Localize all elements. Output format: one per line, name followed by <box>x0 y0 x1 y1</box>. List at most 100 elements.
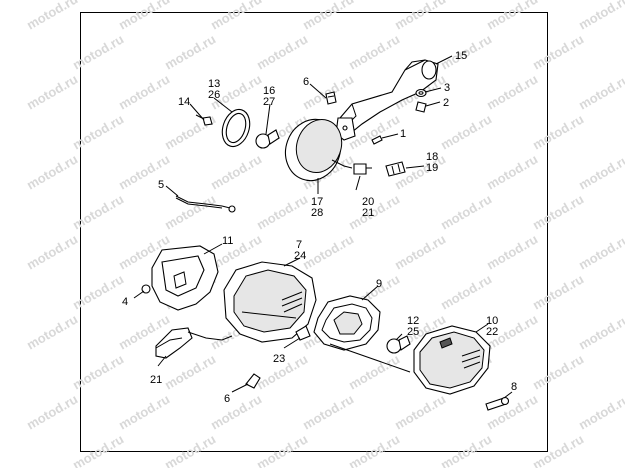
callout-5: 5 <box>158 179 164 191</box>
watermark-text: motod.ru <box>438 271 494 312</box>
leader-lines <box>133 55 513 399</box>
watermark-text: motod.ru <box>208 0 264 33</box>
part-screw-2 <box>415 101 427 113</box>
callout-9: 9 <box>376 278 382 290</box>
watermark-text: motod.ru <box>576 311 625 352</box>
watermark-text: motod.ru <box>24 231 80 272</box>
watermark-text: motod.ru <box>254 431 310 468</box>
part-screw-8 <box>485 396 510 411</box>
watermark-text: motod.ru <box>438 191 494 232</box>
part-clip-upper <box>325 91 337 105</box>
part-harness <box>155 327 233 359</box>
watermark-text: motod.ru <box>162 191 218 232</box>
part-gasket <box>313 295 381 351</box>
part-screw-14 <box>195 114 213 126</box>
watermark-text: motod.ru <box>530 111 586 152</box>
watermark-text: motod.ru <box>162 31 218 72</box>
callout-21-lower: 21 <box>150 374 162 386</box>
watermark-text: motod.ru <box>530 191 586 232</box>
callout-4: 4 <box>122 296 128 308</box>
callout-8: 8 <box>511 381 517 393</box>
watermark-text: motod.ru <box>346 31 402 72</box>
watermark-text: motod.ru <box>300 391 356 432</box>
callout-6-upper: 6 <box>303 76 309 88</box>
watermark-text: motod.ru <box>484 0 540 33</box>
watermark-text: motod.ru <box>70 271 126 312</box>
watermark-text: motod.ru <box>24 0 80 33</box>
part-wire <box>175 195 236 213</box>
watermark-text: motod.ru <box>576 151 625 192</box>
watermark-text: motod.ru <box>576 71 625 112</box>
watermark-text: motod.ru <box>346 431 402 468</box>
part-washer <box>415 88 427 98</box>
part-back-housing <box>151 245 219 311</box>
callout-3: 3 <box>444 82 450 94</box>
watermark-text: motod.ru <box>438 431 494 468</box>
callout-15: 15 <box>455 50 467 62</box>
watermark-text: motod.ru <box>530 431 586 468</box>
watermark-text: motod.ru <box>116 0 172 33</box>
watermark-text: motod.ru <box>438 111 494 152</box>
callout-11: 11 <box>222 235 233 247</box>
watermark-text: motod.ru <box>530 351 586 392</box>
watermark-text: motod.ru <box>24 391 80 432</box>
callout-23: 23 <box>273 353 285 365</box>
watermark-text: motod.ru <box>24 71 80 112</box>
watermark-text: motod.ru <box>24 311 80 352</box>
callout-6-lower: 6 <box>224 393 230 405</box>
part-connector <box>353 163 372 175</box>
watermark-text: motod.ru <box>484 231 540 272</box>
watermark-text: motod.ru <box>254 31 310 72</box>
watermark-text: motod.ru <box>484 71 540 112</box>
watermark-text: motod.ru <box>484 391 540 432</box>
watermark-text: motod.ru <box>116 391 172 432</box>
part-lamp-lens <box>284 118 353 182</box>
watermark-text: motod.ru <box>346 351 402 392</box>
watermark-text: motod.ru <box>300 0 356 33</box>
part-clip-23 <box>295 325 311 341</box>
watermark-text: motod.ru <box>70 351 126 392</box>
watermark-text: motod.ru <box>162 351 218 392</box>
watermark-text: motod.ru <box>208 391 264 432</box>
watermark-text: motod.ru <box>24 151 80 192</box>
part-lens-cover <box>413 325 491 395</box>
part-main-housing <box>223 261 317 343</box>
part-screw-1 <box>371 135 383 145</box>
watermark-text: motod.ru <box>392 0 448 33</box>
watermark-text: motod.ru <box>576 0 625 33</box>
part-bulb-upper <box>255 129 280 149</box>
watermark-text: motod.ru <box>70 31 126 72</box>
part-clip-lower <box>245 373 261 389</box>
watermark-text: motod.ru <box>530 31 586 72</box>
watermark-text: motod.ru <box>162 431 218 468</box>
watermark-text: motod.ru <box>116 71 172 112</box>
watermark-text: motod.ru <box>208 151 264 192</box>
watermark-text: motod.ru <box>70 191 126 232</box>
callout-14: 14 <box>178 96 190 108</box>
watermark-text: motod.ru <box>254 191 310 232</box>
watermark-text: motod.ru <box>392 231 448 272</box>
watermark-text: motod.ru <box>70 111 126 152</box>
part-bulb-lower <box>386 335 411 354</box>
watermark-text: motod.ru <box>484 151 540 192</box>
watermark-text: motod.ru <box>300 231 356 272</box>
watermark-text: motod.ru <box>392 391 448 432</box>
part-plug <box>385 161 406 177</box>
part-bezel-ring <box>221 108 251 148</box>
watermark-text: motod.ru <box>70 431 126 468</box>
callout-2: 2 <box>443 97 449 109</box>
watermark-text: motod.ru <box>576 391 625 432</box>
watermark-text: motod.ru <box>530 271 586 312</box>
